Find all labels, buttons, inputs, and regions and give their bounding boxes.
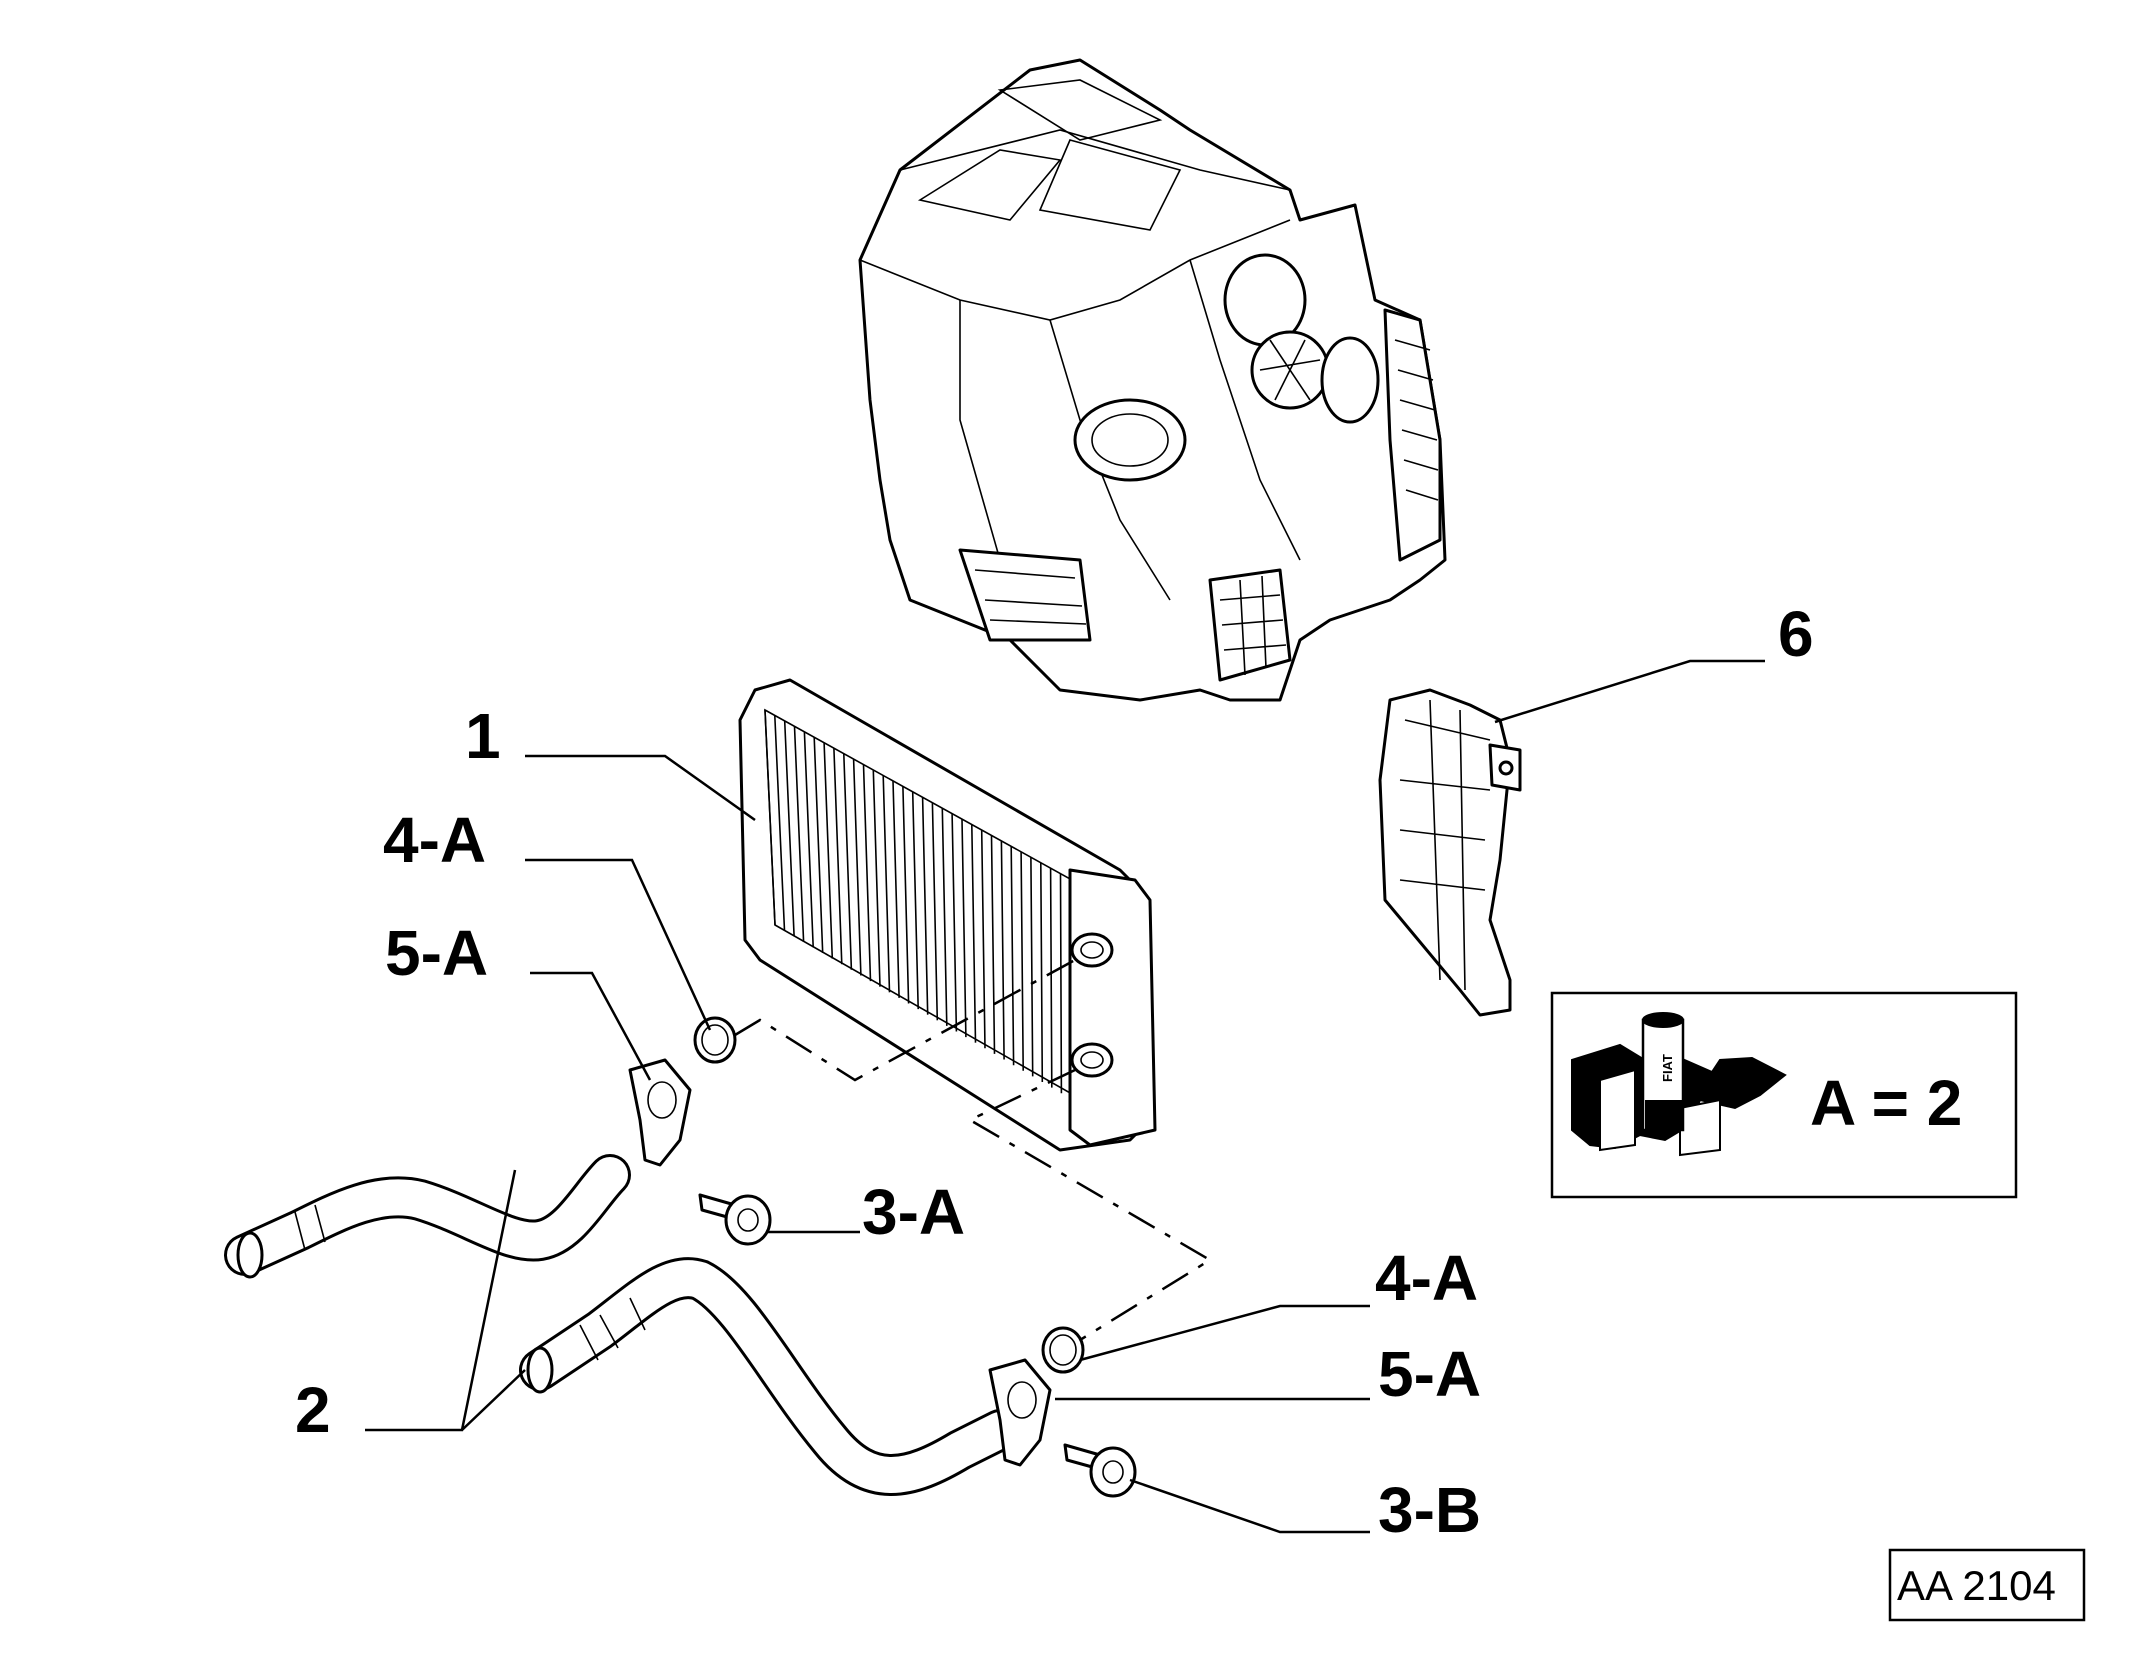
assembly-lines <box>734 958 1213 1342</box>
drawing-reference: AA 2104 <box>1897 1562 2056 1609</box>
callout-3b: 3-B <box>1378 1474 1481 1546</box>
screw-3b <box>1063 1443 1137 1498</box>
clip-lower <box>988 1358 1052 1467</box>
side-cover-bracket <box>1378 688 1522 1017</box>
callout-1: 1 <box>465 700 501 772</box>
callout-3a: 3-A <box>862 1176 965 1248</box>
lubricant-legend: FIAT A = 2 <box>1550 991 2018 1199</box>
callout-6: 6 <box>1778 598 1814 670</box>
screw-3a <box>698 1193 772 1246</box>
callout-2: 2 <box>295 1374 331 1446</box>
hvac-housing <box>858 58 1447 702</box>
legend-equation: A = 2 <box>1810 1067 1962 1139</box>
hose-upper <box>224 1154 631 1279</box>
hose-lower <box>519 1257 1021 1496</box>
o-ring-upper <box>693 1016 737 1064</box>
callout-5a-top: 5-A <box>385 917 488 989</box>
drawing-reference-box: AA 2104 <box>1888 1548 2086 1622</box>
callout-4a-bottom: 4-A <box>1375 1242 1478 1314</box>
leader-lines <box>365 659 1765 1534</box>
clip-upper <box>628 1058 692 1167</box>
heater-core <box>738 678 1157 1152</box>
fiat-logo-text: FIAT <box>1660 1054 1675 1082</box>
callout-4a-top: 4-A <box>383 804 486 876</box>
callout-5a-bottom: 5-A <box>1378 1338 1481 1410</box>
o-ring-lower <box>1041 1326 1085 1374</box>
fiat-lubricant-icon: FIAT <box>1571 1012 1787 1157</box>
